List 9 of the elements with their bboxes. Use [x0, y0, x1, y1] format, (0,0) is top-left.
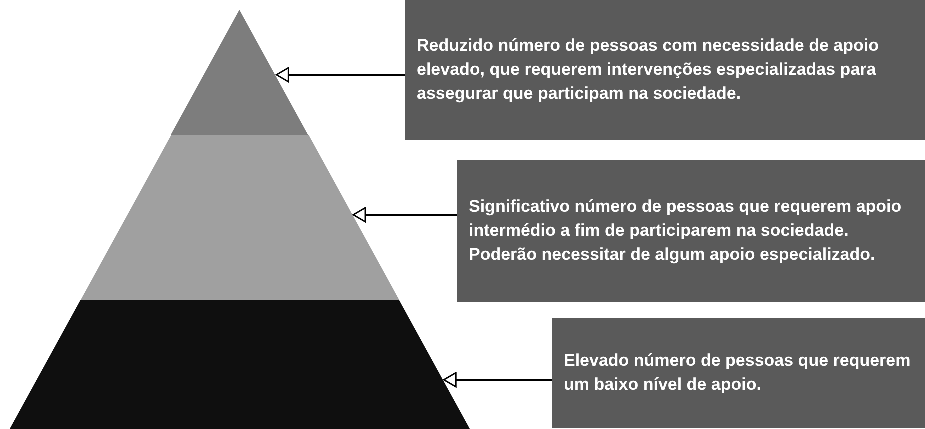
text-box: Reduzido número de pessoas com necessidade de apoio elevado, que requerem intervenções especializadas para assegurar que participam na sociedade.: [405, 0, 925, 140]
pyramid-bottom-tier: [10, 300, 470, 429]
arrow: [443, 372, 552, 388]
arrow: [352, 207, 457, 223]
text-box: Elevado número de pessoas que requerem um baixo nível de apoio.: [552, 318, 925, 428]
arrow: [276, 67, 405, 83]
text-box: Significativo número de pessoas que requerem apoio intermédio a fim de participarem na sociedade. Poderão necessitar de algum apoio especializado.: [457, 160, 925, 302]
pyramid-top-tier: [171, 10, 309, 135]
pyramid-middle-tier: [80, 135, 400, 300]
